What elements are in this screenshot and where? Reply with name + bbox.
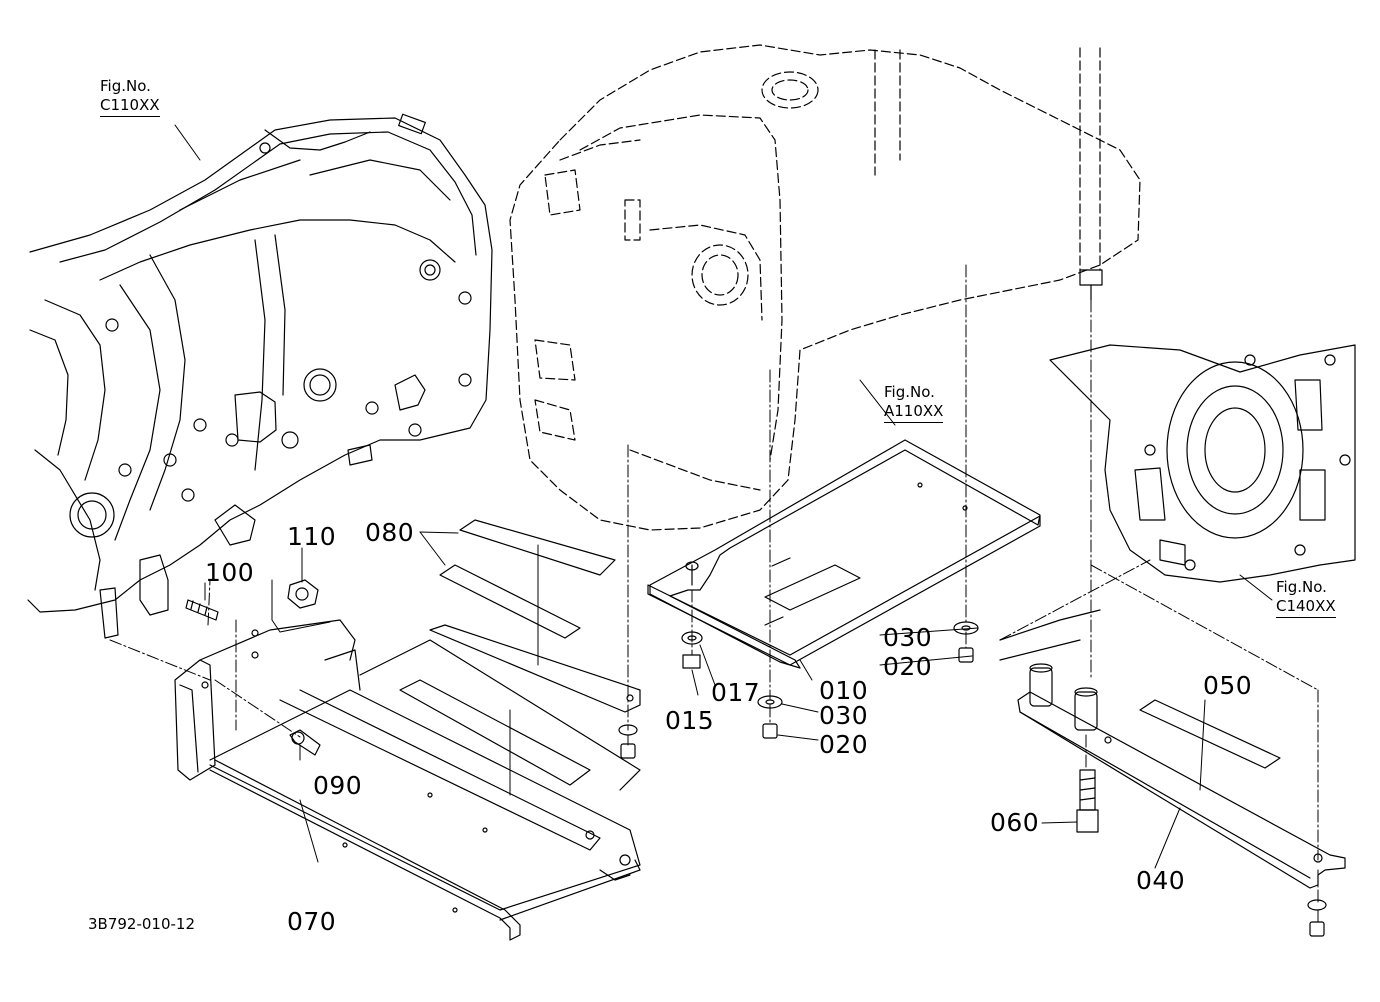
bolt-upper — [1079, 269, 1103, 301]
part-label-010: 010 — [819, 676, 869, 705]
nut-110 — [287, 579, 319, 609]
plate-010 — [647, 439, 1041, 669]
flywheel-housing — [999, 344, 1356, 661]
bolt-090 — [289, 729, 321, 756]
assembly-lines — [109, 264, 1319, 926]
document-id: 3B792-010-12 — [88, 915, 196, 933]
part-label-100: 100 — [205, 558, 255, 587]
pad-080-lower — [439, 564, 581, 639]
battery-tray-070 — [174, 619, 641, 941]
part-label-110: 110 — [287, 522, 337, 551]
fuel-tank — [509, 44, 1141, 531]
pad-080-upper — [459, 519, 616, 576]
pad-050 — [1139, 699, 1281, 769]
part-label-050: 050 — [1203, 671, 1253, 700]
fasteners-030-020 — [618, 621, 1327, 937]
part-label-070: 070 — [287, 907, 337, 936]
part-label-020-center: 020 — [819, 730, 869, 759]
figure-ref-code: C110XX — [100, 96, 160, 117]
figure-ref-code: C140XX — [1276, 597, 1336, 618]
part-label-015: 015 — [665, 706, 715, 735]
figure-ref-a110: Fig.No. A110XX — [884, 383, 944, 423]
figure-ref-prefix: Fig.No. — [100, 77, 151, 95]
part-label-020-right: 020 — [883, 652, 933, 681]
part-label-060: 060 — [990, 808, 1040, 837]
part-label-030-right: 030 — [883, 623, 933, 652]
part-label-090: 090 — [313, 771, 363, 800]
bolt-060 — [1076, 769, 1099, 833]
leader-lines — [174, 124, 1273, 869]
figure-ref-c110: Fig.No. C110XX — [100, 77, 160, 117]
part-label-030-center: 030 — [819, 701, 869, 730]
part-label-080: 080 — [365, 518, 415, 547]
part-label-017: 017 — [711, 678, 761, 707]
bracket-040 — [1017, 663, 1346, 889]
figure-ref-prefix: Fig.No. — [1276, 578, 1327, 596]
part-label-040: 040 — [1136, 866, 1186, 895]
figure-ref-code: A110XX — [884, 402, 944, 423]
figure-ref-prefix: Fig.No. — [884, 383, 935, 401]
transmission-housing — [27, 113, 493, 639]
figure-ref-c140: Fig.No. C140XX — [1276, 578, 1336, 618]
bolt-100 — [185, 599, 219, 621]
